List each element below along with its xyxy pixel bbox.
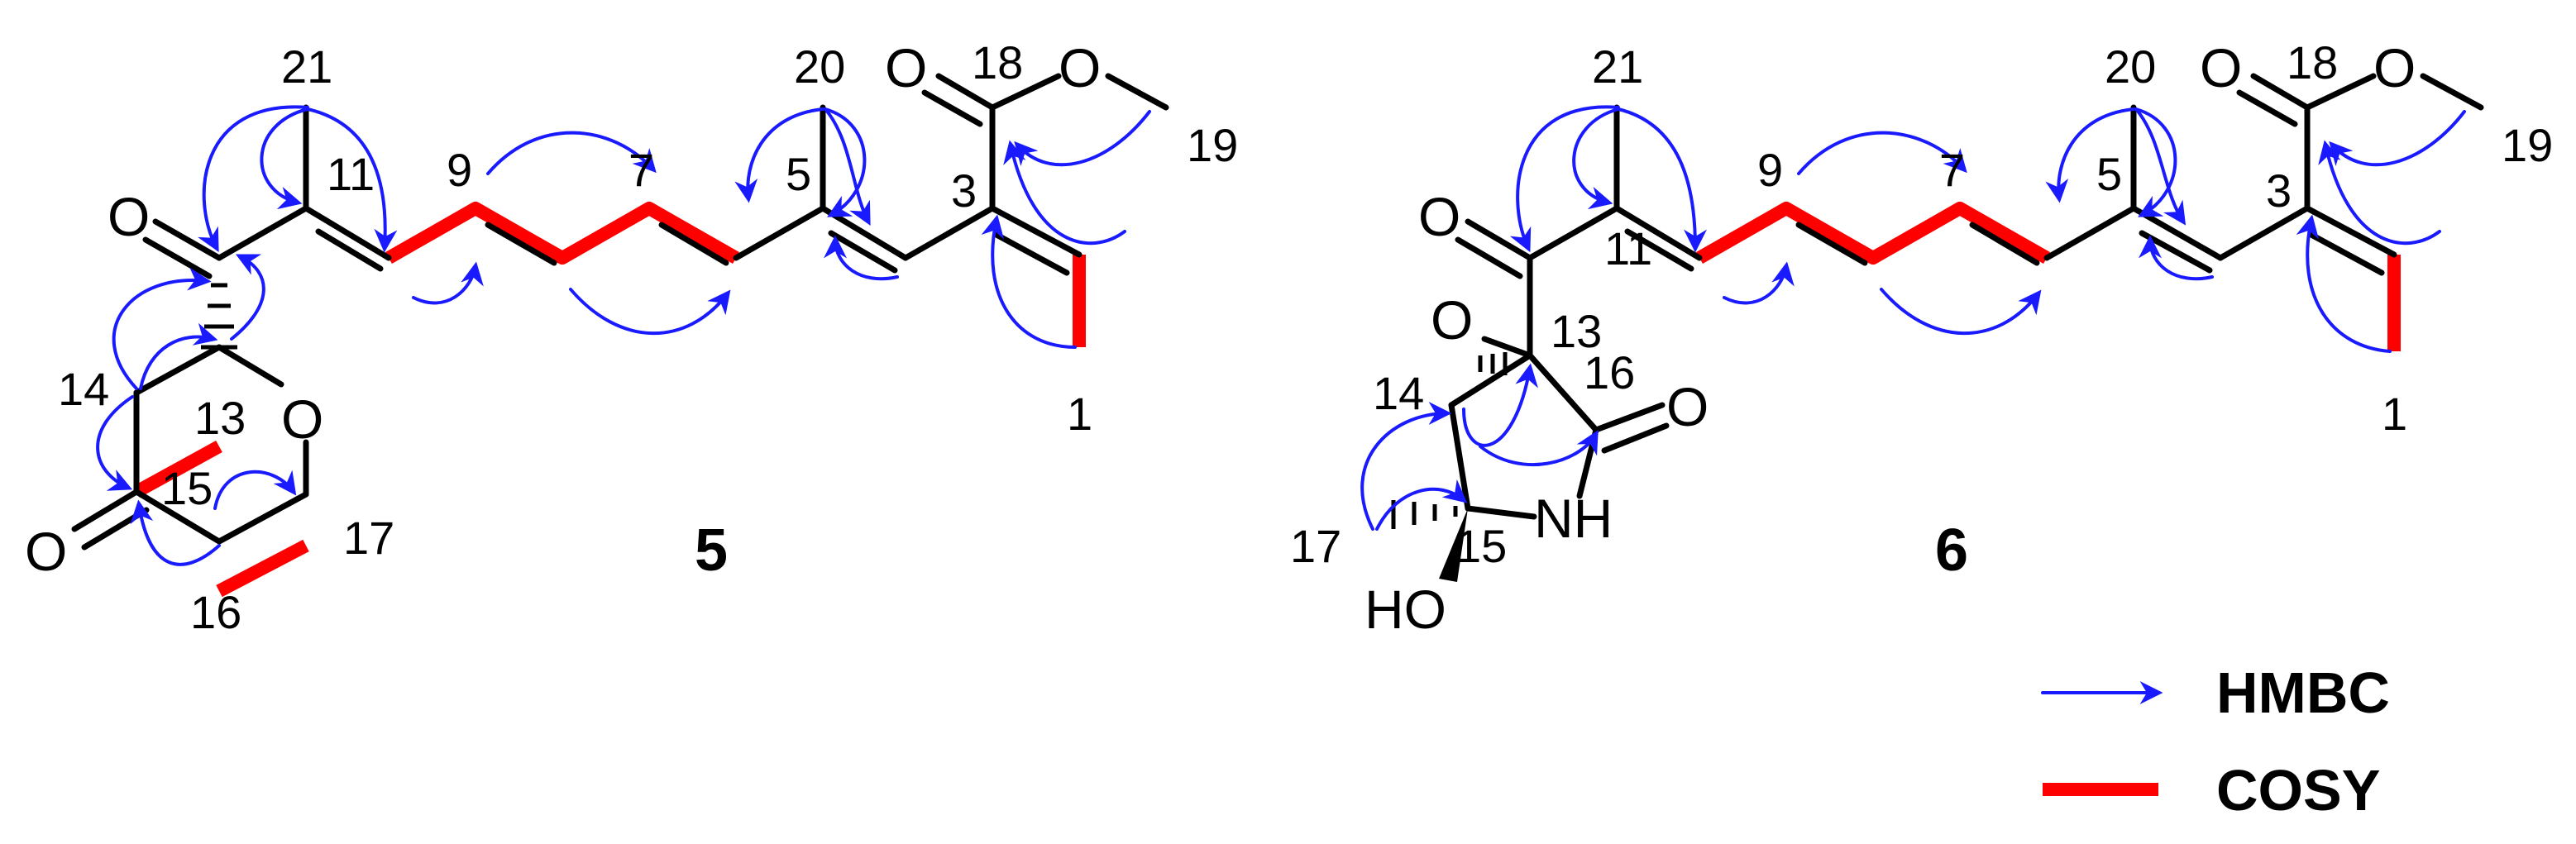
carbon-numbers-6: 21 11 9 7 20 5 3 18 19 1 13 14 16 17 15 [1290, 36, 2553, 572]
c20-number-5: 20 [794, 41, 845, 93]
c15-number-5: 15 [161, 462, 213, 514]
c19-number-6: 19 [2502, 119, 2553, 171]
c16-number-5: 16 [190, 586, 241, 638]
cosy-bonds-5 [133, 202, 1086, 598]
c18-carbonyl-oxygen-5: O [885, 37, 927, 98]
c9-number-6: 9 [1757, 144, 1783, 196]
hash-bond-6b [1391, 500, 1458, 529]
lactam-oxygen-6: O [1666, 376, 1709, 437]
c13-number-5: 13 [194, 392, 246, 444]
c17-number-6: 17 [1290, 520, 1341, 572]
atom-labels-6: O O O NH HO O O [1364, 37, 2416, 640]
cosy-bonds-6 [1696, 202, 2401, 351]
c15-number-6: 15 [1455, 520, 1507, 572]
c18-number-6: 18 [2287, 36, 2338, 88]
c13-number-6: 13 [1551, 305, 1602, 357]
legend: HMBC COSY [2041, 660, 2390, 823]
lactam-nh-6: NH [1534, 488, 1613, 549]
hmbc-arrows-6 [1360, 105, 2466, 531]
ester-oxygen-5: O [1059, 37, 1101, 98]
c20-number-6: 20 [2105, 41, 2156, 93]
c16-number-6: 16 [1584, 346, 1635, 398]
ring-oxygen-5: O [281, 389, 323, 450]
atom-labels-5: O O O O O [25, 37, 1101, 582]
c7-number-5: 7 [628, 144, 654, 196]
compound-label-5: 5 [695, 517, 728, 584]
c14-number-6: 14 [1373, 367, 1424, 419]
compound-5: O O O O O 21 11 9 7 20 5 3 18 19 1 14 13… [25, 36, 1238, 638]
hydroxyl-ho-6: HO [1364, 579, 1446, 640]
epoxide-oxygen-6: O [1431, 289, 1473, 350]
compound-label-6: 6 [1935, 517, 1968, 584]
carbon-numbers-5: 21 11 9 7 20 5 3 18 19 1 14 13 15 17 16 [58, 36, 1238, 638]
c9-number-5: 9 [447, 144, 472, 196]
c21-number-5: 21 [281, 41, 332, 93]
ketone-oxygen-5: O [108, 186, 150, 247]
c11-number-5: 11 [327, 148, 375, 200]
skeleton-6 [1391, 73, 2484, 582]
c15-oxygen-5: O [25, 521, 67, 582]
ester-oxygen-6: O [2373, 37, 2416, 98]
c17-number-5: 17 [343, 512, 394, 564]
c5-number-5: 5 [786, 148, 811, 200]
c18-number-5: 18 [972, 36, 1023, 88]
c1-number-6: 1 [2382, 388, 2407, 440]
ketone-oxygen-6: O [1418, 186, 1460, 247]
c21-number-6: 21 [1592, 41, 1643, 93]
compound-6: O O O NH HO O O 21 11 9 7 20 5 3 18 19 1… [1290, 36, 2553, 640]
hmbc-arrows-5 [96, 105, 1151, 566]
legend-hmbc-label: HMBC [2216, 660, 2390, 725]
c1-number-5: 1 [1067, 388, 1092, 440]
legend-cosy-label: COSY [2216, 758, 2380, 823]
c19-number-5: 19 [1187, 119, 1238, 171]
c7-number-6: 7 [1939, 144, 1965, 196]
c3-number-5: 3 [951, 165, 977, 217]
c18-carbonyl-oxygen-6: O [2200, 37, 2242, 98]
c5-number-6: 5 [2096, 148, 2122, 200]
c14-number-5: 14 [58, 363, 109, 415]
c3-number-6: 3 [2266, 165, 2292, 217]
c11-number-6: 11 [1604, 222, 1652, 274]
